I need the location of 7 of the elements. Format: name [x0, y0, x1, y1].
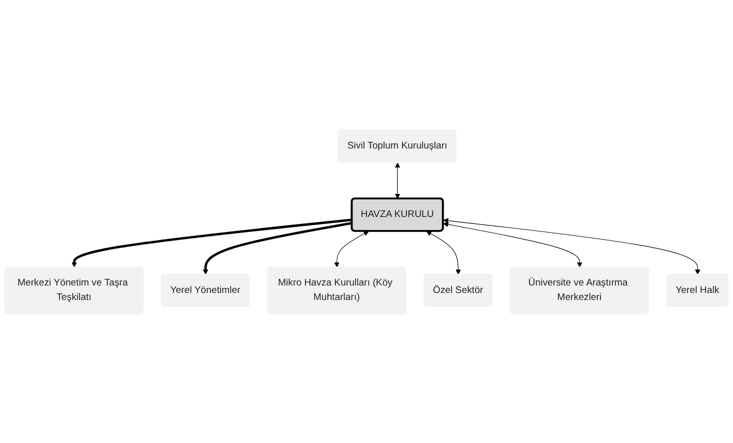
arrow — [443, 221, 582, 268]
arrow — [202, 222, 352, 274]
arrow — [334, 230, 369, 268]
arrow — [443, 218, 700, 274]
arrow — [426, 230, 461, 274]
arrow — [72, 218, 352, 268]
arrow — [394, 162, 400, 199]
